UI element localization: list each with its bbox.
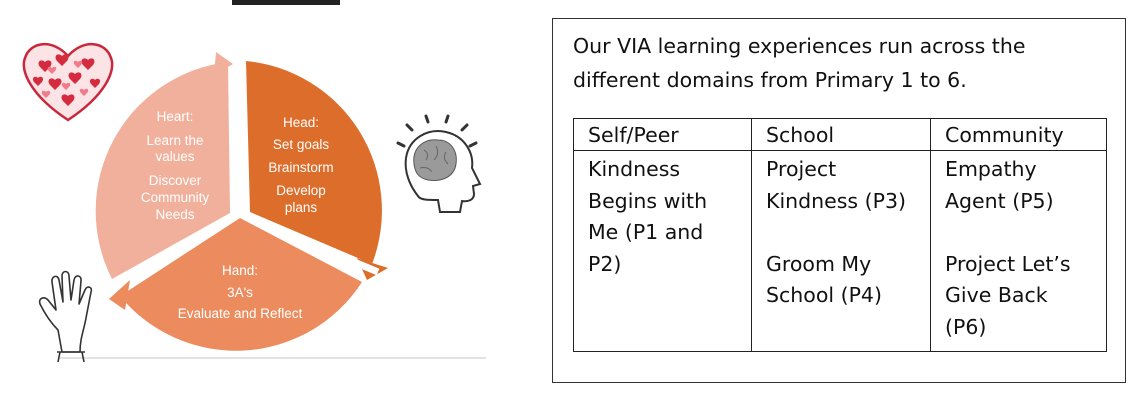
heart-line-4: Community <box>141 190 210 205</box>
head-line-1: Set goals <box>273 137 330 152</box>
cropped-title-fragment <box>232 0 340 5</box>
community-item-1: Empathy Agent (P5) <box>945 157 1054 213</box>
hand-segment <box>120 218 362 351</box>
heart-line-1: Learn the <box>146 133 203 148</box>
raised-hand-icon <box>38 270 93 363</box>
header-school: School <box>751 118 931 151</box>
hand-segment-arrowhead <box>109 280 130 310</box>
cell-self-peer: Kindness Begins with Me (P1 and P2) <box>573 150 752 352</box>
heart-line-3: Discover <box>149 173 202 188</box>
school-item-1: Project Kindness (P3) <box>766 157 907 213</box>
heart-line-2: values <box>155 149 194 164</box>
hand-line-2: Evaluate and Reflect <box>178 306 303 321</box>
segment-dividers <box>102 54 380 292</box>
cell-school: Project Kindness (P3) Groom My School (P… <box>751 150 931 352</box>
domains-table: Self/Peer School Community Kindness Begi… <box>573 118 1107 352</box>
heart-segment-arrowhead <box>214 52 233 75</box>
heart-line-5: Needs <box>155 207 194 222</box>
head-brain-icon <box>396 114 482 213</box>
table-header-row: Self/Peer School Community <box>573 118 1107 151</box>
intro-text: Our VIA learning experiences run across … <box>573 34 1026 92</box>
school-item-2: Groom My School (P4) <box>766 251 882 308</box>
heart-head-hand-cycle-diagram: Heart: Learn the values Discover Communi… <box>22 0 486 363</box>
head-line-3: Develop <box>276 183 326 198</box>
head-segment <box>246 61 382 264</box>
hand-line-1: 3A's <box>227 285 253 300</box>
head-title: Head: <box>283 115 319 130</box>
header-self-peer: Self/Peer <box>573 118 752 151</box>
heart-segment <box>95 62 230 279</box>
via-learning-info-box: Our VIA learning experiences run across … <box>552 18 1126 383</box>
table-row: Kindness Begins with Me (P1 and P2) Proj… <box>573 150 1107 352</box>
cell-community: Empathy Agent (P5) Project Let’s Give Ba… <box>930 150 1107 352</box>
self-peer-item-1: Kindness Begins with Me (P1 and P2) <box>588 157 708 276</box>
heart-title: Heart: <box>157 109 194 124</box>
hand-title: Hand: <box>222 263 258 278</box>
head-line-2: Brainstorm <box>268 160 333 175</box>
heart-collage-icon <box>22 43 114 122</box>
community-item-2: Project Let’s Give Back (P6) <box>945 251 1071 339</box>
head-line-4: plans <box>285 200 318 215</box>
header-community: Community <box>930 118 1107 151</box>
